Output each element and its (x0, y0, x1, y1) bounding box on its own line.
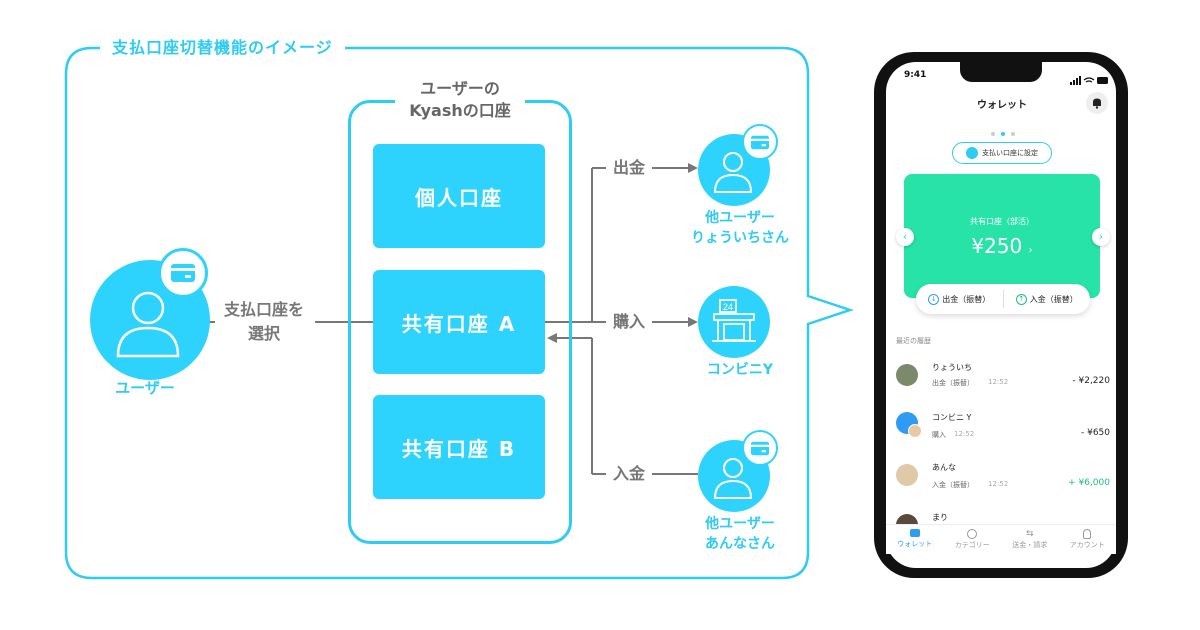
account-personal: 個人口座 (373, 144, 545, 248)
page-dots (990, 122, 1020, 141)
select-account-line2: 選択 (247, 324, 280, 343)
card-account-name: 共有口座（部活） (970, 217, 1034, 226)
user-icon (713, 458, 753, 499)
status-time: 9:41 (904, 70, 927, 80)
tab-transfer-label: 送金・請求 (1012, 541, 1048, 549)
select-account-line1: 支払口座を (223, 300, 304, 319)
store-avatar: 24 (698, 286, 770, 358)
tab-transfer[interactable]: ⇆ 送金・請求 (1001, 525, 1059, 554)
history-type: 出金（振替） (932, 379, 974, 387)
bell-icon (1093, 98, 1101, 109)
withdraw-label: 出金 (612, 158, 645, 177)
history-name: あんな (932, 463, 956, 472)
avatar (896, 464, 918, 486)
user-icon (713, 152, 753, 193)
tab-wallet[interactable]: ウォレット (886, 525, 944, 554)
history-row[interactable]: あんな 入金（振替） 12:52 + ¥6,000 (894, 460, 1114, 504)
history-type: 入金（振替） (932, 481, 974, 489)
transfer-buttons: ↓ 出金（振替） ↑ 入金（振替） (916, 284, 1090, 314)
chevron-right-icon: › (1028, 245, 1033, 256)
credit-card-icon (751, 441, 769, 455)
deposit-label: 入金 (612, 464, 645, 483)
tab-category-label: カテゴリー (954, 541, 990, 549)
account-shared-b: 共有口座 B (373, 395, 545, 499)
convenience-store-icon: 24 (712, 299, 756, 342)
phone-screen (886, 62, 1116, 568)
history-row[interactable]: りょういち 出金（振替） 12:52 - ¥2,220 (894, 358, 1114, 402)
wallet-card[interactable] (904, 174, 1100, 298)
history-name: りょういち (932, 363, 972, 372)
history-amount: - ¥650 (1080, 428, 1110, 438)
kyash-accounts-title: ユーザーの Kyashの口座 (395, 78, 525, 122)
avatar (896, 364, 918, 386)
store-sign-text: 24 (723, 302, 733, 312)
history-type: 購入 (932, 431, 946, 439)
signal-wifi-battery-icon (1070, 76, 1108, 85)
account-shared-a: 共有口座 A (373, 270, 545, 374)
kyash-title-line1: ユーザーの (420, 79, 500, 98)
select-account-label: 支払口座を 選択 (216, 298, 312, 346)
purchase-label: 購入 (612, 312, 645, 331)
wallet-header-title: ウォレット (977, 100, 1027, 111)
store-label: コンビニY (706, 362, 774, 378)
credit-card-icon (171, 264, 195, 282)
card-icon (966, 147, 978, 159)
card-balance-value: ¥250 (971, 234, 1023, 258)
avatar (896, 514, 918, 524)
anna-line2: あんなさん (705, 536, 775, 552)
other-user-anna-label: 他ユーザー あんなさん (680, 514, 800, 554)
card-badge (742, 124, 778, 160)
kyash-title-line2: Kyashの口座 (409, 101, 511, 120)
phone-notch (960, 62, 1042, 82)
status-icons (1070, 71, 1110, 90)
history-amount: - ¥2,220 (1072, 376, 1110, 386)
set-payment-label: 支払い口座に設定 (982, 149, 1038, 157)
anna-line1: 他ユーザー (705, 516, 775, 532)
tab-wallet-label: ウォレット (897, 540, 933, 548)
history-amount: + ¥6,000 (1068, 478, 1110, 488)
history-title: 最近の履歴 (896, 337, 931, 345)
user-icon (116, 291, 180, 358)
person-icon (1083, 529, 1092, 539)
other-user-ryoichi-label: 他ユーザー りょういちさん (680, 208, 800, 248)
deposit-button[interactable]: ↑ 入金（振替） (1004, 290, 1091, 308)
avatar (908, 424, 922, 438)
history-row[interactable]: まり (894, 510, 1114, 524)
tab-account-label: アカウント (1069, 541, 1105, 549)
frame-title: 支払口座切替機能のイメージ (100, 36, 345, 60)
notification-button[interactable] (1086, 92, 1108, 114)
history-time: 12:52 (988, 378, 1009, 386)
user-label: ユーザー (115, 379, 175, 397)
history-time: 12:52 (954, 430, 975, 438)
prev-card-chevron-icon[interactable]: ‹ (896, 228, 914, 246)
ryoichi-line1: 他ユーザー (705, 210, 775, 226)
card-badge (742, 430, 778, 466)
pie-chart-icon (967, 529, 978, 539)
swap-arrows-icon: ⇆ (1025, 529, 1034, 539)
card-badge (158, 248, 208, 298)
arrow-up-icon: ↑ (1015, 293, 1027, 305)
ryoichi-line2: りょういちさん (691, 230, 789, 246)
next-card-chevron-icon[interactable]: › (1092, 228, 1110, 246)
history-name: コンビニ Y (932, 413, 972, 422)
history-time: 12:52 (988, 480, 1009, 488)
withdraw-button[interactable]: ↓ 出金（振替） (916, 290, 1004, 308)
arrow-down-icon: ↓ (928, 293, 940, 305)
deposit-button-label: 入金（振替） (1029, 294, 1078, 304)
credit-card-icon (751, 135, 769, 149)
withdraw-button-label: 出金（振替） (942, 294, 991, 304)
tab-category[interactable]: カテゴリー (944, 525, 1002, 554)
set-payment-account-button[interactable]: 支払い口座に設定 (952, 142, 1052, 164)
history-name: まり (932, 513, 948, 522)
wallet-icon (909, 529, 920, 537)
bottom-tab-bar: ウォレット カテゴリー ⇆ 送金・請求 アカウント (886, 524, 1116, 554)
card-balance: ¥250 › (904, 234, 1100, 258)
history-row[interactable]: コンビニ Y 購入 12:52 - ¥650 (894, 410, 1114, 454)
tab-account[interactable]: アカウント (1059, 525, 1117, 554)
